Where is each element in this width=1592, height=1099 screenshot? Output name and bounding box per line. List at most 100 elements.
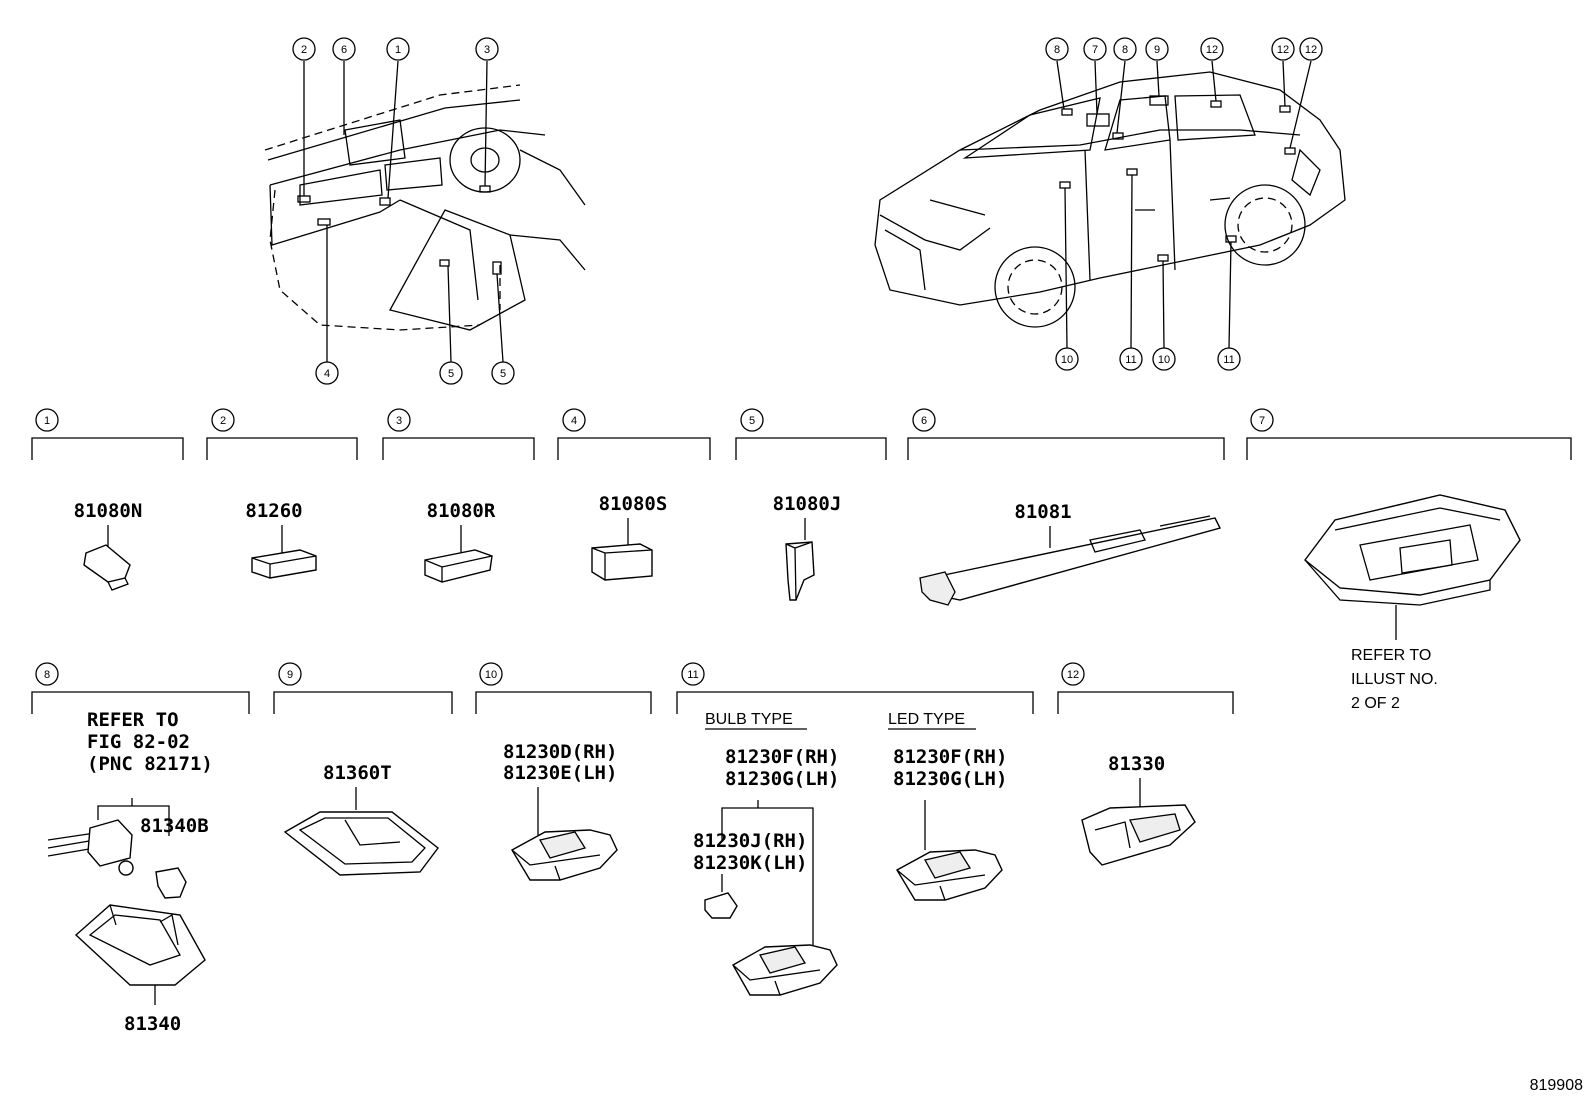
group-2: 2 81260 (206, 408, 358, 579)
exterior-callout-9: 9 (1145, 37, 1169, 61)
part-number-81340B: 81340B (140, 815, 209, 837)
part-number-81230G-bulb: 81230G(LH) (725, 768, 839, 790)
part-number-81360T: 81360T (323, 762, 392, 784)
part-81260-icon (251, 549, 317, 579)
svg-text:ILLUST NO.: ILLUST NO. (1351, 671, 1438, 688)
part-number-81230F-led: 81230F(RH) (893, 746, 1007, 768)
exterior-callout-12a: 12 (1200, 37, 1224, 61)
part-number-81330: 81330 (1108, 753, 1165, 775)
svg-text:2 OF 2: 2 OF 2 (1351, 695, 1400, 712)
svg-text:11: 11 (1223, 354, 1234, 366)
part-number-81340: 81340 (124, 1013, 181, 1035)
exterior-callout-7: 7 (1083, 37, 1107, 61)
group-5: 5 81080J (735, 408, 887, 601)
courtesy-lamp-81230d-icon (511, 829, 618, 881)
exterior-callout-10b: 10 (1152, 347, 1176, 371)
group-1: 1 81080N (31, 408, 184, 591)
svg-text:4: 4 (324, 368, 330, 380)
led-type-label: LED TYPE (888, 711, 965, 728)
exterior-callout-12b: 12 (1271, 37, 1295, 61)
part-number-81080N: 81080N (74, 500, 143, 522)
part-number-81080J: 81080J (773, 493, 842, 515)
svg-text:5: 5 (448, 368, 454, 380)
part-81080n-icon (83, 544, 131, 591)
svg-text:FIG 82-02: FIG 82-02 (87, 731, 190, 753)
courtesy-lamp-bulb-type-icon (732, 944, 838, 996)
exterior-callout-11b: 11 (1217, 347, 1241, 371)
part-number-81230J: 81230J(RH) (693, 830, 807, 852)
diagram-id: 819908 (1530, 1077, 1583, 1094)
svg-text:3: 3 (484, 44, 490, 56)
exterior-callout-11a: 11 (1119, 347, 1143, 371)
map-lamp-81360t-icon (283, 811, 439, 876)
svg-text:7: 7 (1259, 415, 1265, 427)
part-number-81230F-bulb: 81230F(RH) (725, 746, 839, 768)
svg-text:2: 2 (220, 415, 226, 427)
svg-text:12: 12 (1067, 669, 1079, 681)
part-81080j-icon (785, 541, 815, 601)
svg-text:5: 5 (500, 368, 506, 380)
svg-text:6: 6 (921, 415, 927, 427)
interior-callout-3: 3 (475, 37, 499, 61)
group-8: 8 REFER TO FIG 82-02 (PNC 82171) 81340B … (31, 662, 250, 1035)
exterior-callout-12c: 12 (1299, 37, 1323, 61)
svg-text:2: 2 (301, 44, 307, 56)
svg-text:REFER TO: REFER TO (1351, 647, 1431, 664)
svg-text:7: 7 (1092, 44, 1098, 56)
part-number-81230K: 81230K(LH) (693, 852, 807, 874)
connector-harness-icon (47, 819, 134, 876)
group-9: 9 81360T (273, 662, 453, 876)
courtesy-lamp-led-type-icon (896, 849, 1003, 901)
group-10: 10 81230D(RH) 81230E(LH) (475, 662, 652, 881)
interior-callout-1: 1 (386, 37, 410, 61)
lamp-81340-icon (74, 904, 206, 986)
svg-text:(PNC 82171): (PNC 82171) (87, 753, 213, 775)
svg-text:6: 6 (341, 44, 347, 56)
part-81080r-icon (424, 549, 493, 583)
svg-text:10: 10 (1061, 354, 1073, 366)
svg-text:8: 8 (44, 669, 50, 681)
svg-text:REFER TO: REFER TO (87, 709, 179, 731)
svg-text:12: 12 (1277, 44, 1289, 56)
exterior-callout-8a: 8 (1045, 37, 1069, 61)
interior-callouts: 2 6 1 3 4 5 5 (292, 37, 515, 385)
group-7: 7 REFER TO ILLUST NO. 2 OF 2 (1246, 408, 1572, 712)
svg-text:10: 10 (1158, 354, 1170, 366)
svg-text:8: 8 (1122, 44, 1128, 56)
svg-text:12: 12 (1305, 44, 1317, 56)
part-number-81080S: 81080S (599, 493, 668, 515)
vehicle-exterior-illustration (874, 71, 1346, 328)
interior-callout-6: 6 (332, 37, 356, 61)
svg-text:11: 11 (687, 669, 698, 681)
group-3: 3 81080R (382, 408, 535, 583)
svg-text:3: 3 (396, 415, 402, 427)
svg-text:1: 1 (44, 415, 50, 427)
interior-callout-4: 4 (315, 361, 339, 385)
part-number-81080R: 81080R (427, 500, 496, 522)
part-number-81260: 81260 (245, 500, 302, 522)
interior-callout-5b: 5 (491, 361, 515, 385)
bulb-81230j-icon (704, 892, 738, 919)
exterior-callout-10a: 10 (1055, 347, 1079, 371)
exterior-callouts: 8 7 8 9 12 12 12 10 11 10 11 (1045, 37, 1323, 371)
part-number-81081: 81081 (1014, 501, 1071, 523)
bulb-type-label: BULB TYPE (705, 711, 793, 728)
svg-text:8: 8 (1054, 44, 1060, 56)
part-81080s-icon (591, 543, 653, 581)
svg-text:11: 11 (1125, 354, 1136, 366)
interior-dashboard-illustration (264, 84, 586, 331)
part-number-81230G-led: 81230G(LH) (893, 768, 1007, 790)
part-number-81230E: 81230E(LH) (503, 762, 617, 784)
overhead-console-icon (1304, 494, 1521, 606)
svg-text:5: 5 (749, 415, 755, 427)
interior-callout-2: 2 (292, 37, 316, 61)
svg-text:9: 9 (287, 669, 293, 681)
group-11: 11 BULB TYPE LED TYPE 81230F(RH) 81230G(… (676, 662, 1034, 996)
group-12: 12 81330 (1057, 662, 1234, 866)
part-number-81230D: 81230D(RH) (503, 741, 617, 763)
part-81081-icon (919, 515, 1222, 606)
svg-text:10: 10 (485, 669, 497, 681)
svg-text:9: 9 (1154, 44, 1160, 56)
group-4: 4 81080S (557, 408, 711, 581)
